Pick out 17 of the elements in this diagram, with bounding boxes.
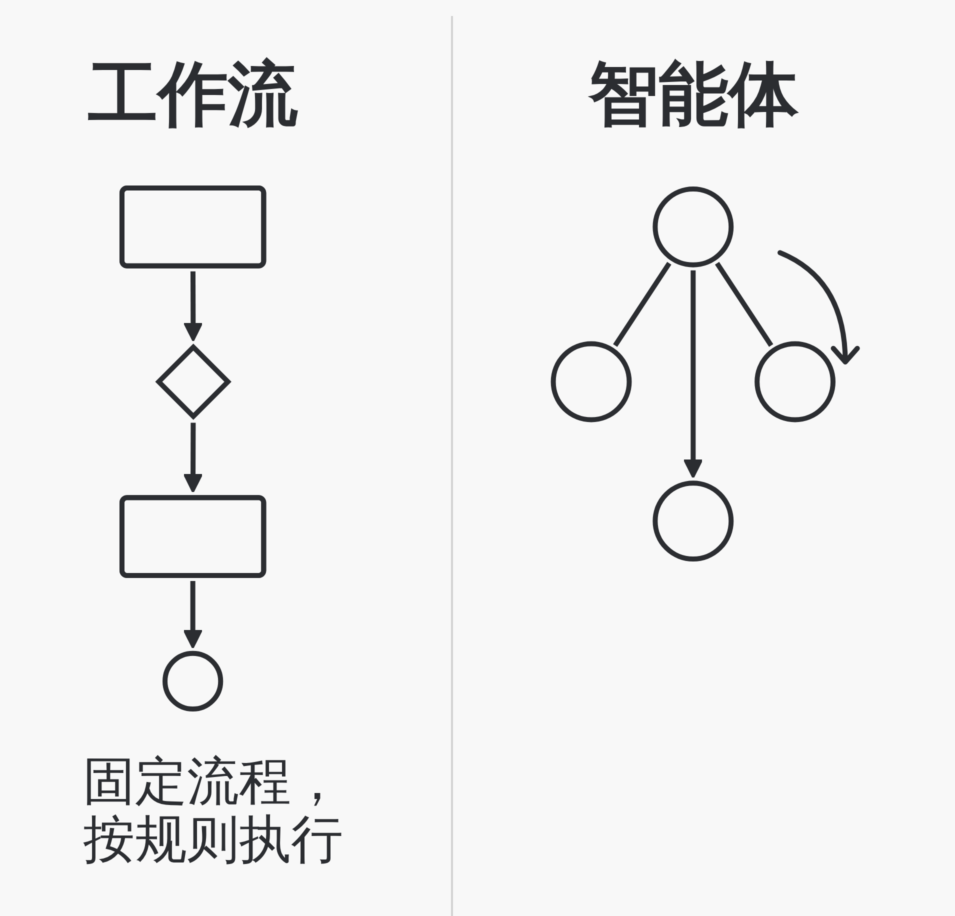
circle-node [162, 650, 224, 712]
panel-caption: 固定流程，按规则执行 [82, 753, 344, 870]
arrow [183, 271, 204, 342]
connector-line [715, 262, 774, 347]
process-box [120, 186, 266, 268]
arrow [683, 270, 704, 479]
circle-node [754, 341, 836, 422]
circle-node [652, 186, 734, 268]
decision-diamond [155, 344, 232, 420]
arrow [183, 422, 204, 494]
circle-node [652, 480, 734, 562]
connector-line [613, 262, 672, 347]
circle-node [550, 341, 632, 422]
panel-heading: 智能体 [588, 56, 798, 133]
arrow [183, 581, 203, 649]
process-box [120, 495, 266, 578]
panel-heading: 工作流 [88, 56, 298, 133]
